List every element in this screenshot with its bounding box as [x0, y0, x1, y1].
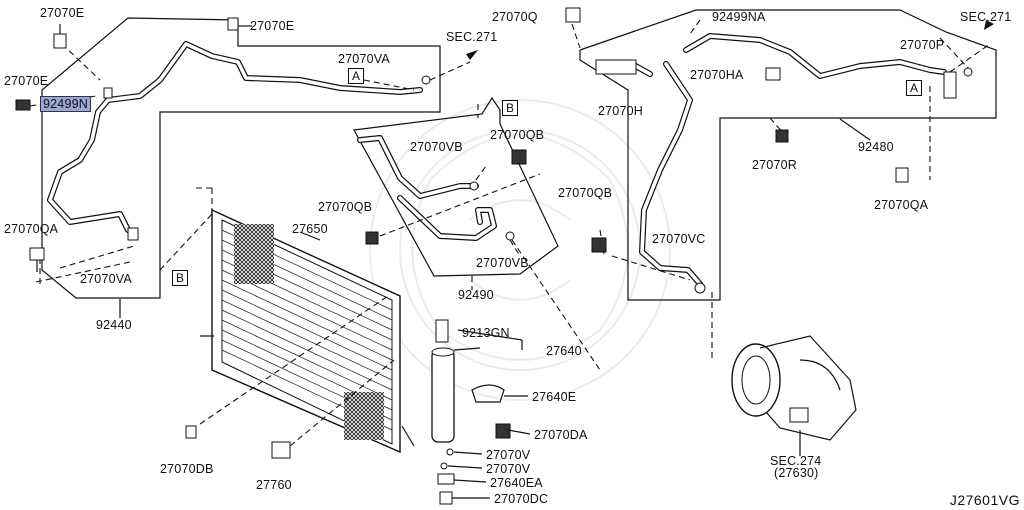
- label-27070VA-bottom: 27070VA: [80, 272, 132, 286]
- oring-27070P: [963, 67, 973, 77]
- bracket-27640EA: [437, 473, 455, 485]
- hose-92480: [597, 33, 957, 294]
- label-27070V-2: 27070V: [486, 462, 531, 476]
- label-92499NA: 92499NA: [712, 10, 766, 24]
- label-27070E-mid: 27070E: [250, 19, 295, 33]
- leader-lines-right: [571, 19, 991, 360]
- leader-lines-drier: [447, 329, 531, 499]
- label-27070DC: 27070DC: [494, 492, 549, 506]
- label-27070R: 27070R: [752, 158, 797, 172]
- label-92480: 92480: [858, 140, 894, 154]
- bolt-27070QA-left: [29, 247, 45, 272]
- label-27070V-1: 27070V: [486, 448, 531, 462]
- label-sec274: SEC.274: [770, 454, 822, 468]
- label-27070H: 27070H: [598, 104, 643, 118]
- label-27070VC: 27070VC: [652, 232, 706, 246]
- label-27070DA: 27070DA: [534, 428, 588, 442]
- label-27070QA-left: 27070QA: [4, 222, 59, 236]
- label-27070QB-mid: 27070QB: [490, 128, 545, 142]
- bolt-27070E-mid: [227, 17, 252, 31]
- label-9213GN: 9213GN: [462, 326, 510, 340]
- clip-27070E-top: [53, 24, 67, 49]
- leader-lines-condenser: [159, 187, 395, 447]
- bolt-27070R: [775, 129, 789, 143]
- compressor-sec274: [731, 335, 857, 456]
- label-27070HA: 27070HA: [690, 68, 744, 82]
- label-92490: 92490: [458, 288, 494, 302]
- bracket-27070H: [595, 59, 637, 75]
- label-27640E: 27640E: [532, 390, 577, 404]
- label-27650: 27650: [292, 222, 328, 236]
- label-27070VA-top: 27070VA: [338, 52, 390, 66]
- bolt-27070E-left: [15, 99, 31, 111]
- label-sec271-left: SEC.271: [446, 30, 498, 44]
- leader-92480: [839, 118, 871, 141]
- condenser-27650: [200, 208, 415, 454]
- label-27640: 27640: [546, 344, 582, 358]
- group-outline-92490: [353, 96, 559, 277]
- label-27070VB-bottom: 27070VB: [476, 256, 529, 270]
- clip-27070HA: [765, 67, 781, 81]
- hose-92490: [357, 135, 515, 241]
- receiver-drier-27640: [431, 347, 481, 443]
- bolt-27070QB-mid: [511, 149, 527, 165]
- bolt-27070DB: [185, 425, 197, 439]
- diagram-code: J27601VG: [949, 492, 1020, 508]
- label-92440: 92440: [96, 318, 132, 332]
- hose-92440: [47, 41, 431, 241]
- label-27070QB-right: 27070QB: [558, 186, 613, 200]
- label-27760: 27760: [256, 478, 292, 492]
- label-27070QA-right: 27070QA: [874, 198, 929, 212]
- ref-box-b-left: B: [172, 270, 188, 286]
- sensor-27760: [271, 441, 291, 459]
- ref-box-a-right: A: [906, 80, 922, 96]
- label-27640EA: 27640EA: [490, 476, 543, 490]
- bracket-27640E: [471, 384, 505, 403]
- label-27630: (27630): [774, 466, 819, 480]
- group-outline-92480: [579, 9, 997, 301]
- ref-box-b-mid: B: [502, 100, 518, 116]
- label-27070QB-left: 27070QB: [318, 200, 373, 214]
- pressure-switch-9213GN: [435, 319, 449, 343]
- label-27070DB: 27070DB: [160, 462, 214, 476]
- bolt-27070QB-left: [365, 231, 379, 245]
- bolt-27070DA: [495, 423, 511, 439]
- label-27070Q: 27070Q: [492, 10, 538, 24]
- label-27070P: 27070P: [900, 38, 945, 52]
- bolt-27070QB-right: [591, 237, 607, 253]
- label-27070E-top: 27070E: [40, 6, 85, 20]
- watermark-emblem: [369, 99, 671, 401]
- bolt-27070Q: [565, 7, 581, 23]
- label-27070E-left: 27070E: [4, 74, 49, 88]
- leader-lines-middle: [379, 104, 601, 371]
- label-27070VB-top: 27070VB: [410, 140, 463, 154]
- ref-box-a-left: A: [348, 68, 364, 84]
- bolt-27070QA-right: [895, 167, 909, 183]
- label-sec271-right: SEC.271: [960, 10, 1012, 24]
- group-outline-92440: [41, 17, 441, 299]
- label-92499N-highlighted: 92499N: [40, 96, 91, 112]
- orings-27070V: [440, 448, 454, 470]
